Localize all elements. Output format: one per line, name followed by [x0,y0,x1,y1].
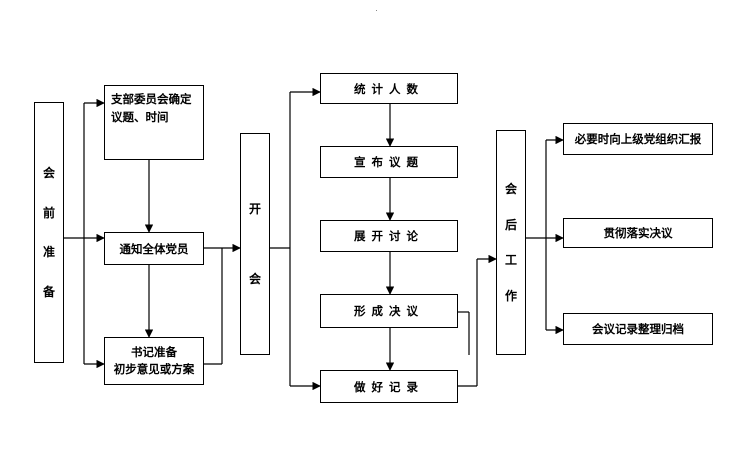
pre-meeting-char: 备 [42,285,55,300]
committee-line-1: 支部委员会确定 [111,92,192,106]
meeting-char: 会 [248,272,261,286]
step-discuss-box: 展开讨论 [320,220,458,252]
post-meeting-char: 工 [504,253,517,268]
step-announce-box: 宣布议题 [320,146,458,178]
step-discuss-label: 展开讨论 [354,229,424,243]
secretary-line-2: 初步意见或方案 [113,362,195,376]
step-count-label: 统计人数 [354,81,424,96]
pre-meeting-char: 准 [42,245,55,260]
secretary-box: 书记准备 初步意见或方案 [104,337,204,385]
post-meeting-char: 后 [504,217,517,232]
committee-box: 支部委员会确定 议题、时间 [104,85,204,160]
secretary-line-1: 书记准备 [131,345,177,359]
meeting-char: 开 [248,202,261,216]
notify-box: 通知全体党员 [104,232,204,265]
step-record-label: 做好记录 [354,379,424,394]
pre-meeting-char: 会 [42,165,55,180]
step-record-box: 做好记录 [320,370,458,403]
notify-label: 通知全体党员 [119,241,189,256]
outcome-report-label: 必要时向上级党组织汇报 [574,132,702,146]
post-meeting-char: 作 [504,289,517,304]
step-announce-label: 宣布议题 [354,155,424,169]
post-meeting-box: 会 后 工 作 [496,130,526,355]
outcome-archive-box: 会议记录整理归档 [563,313,713,345]
pre-meeting-char: 前 [42,205,55,220]
outcome-implement-box: 贯彻落实决议 [563,218,713,248]
outcome-implement-label: 贯彻落实决议 [603,226,673,240]
step-resolve-label: 形成决议 [354,304,424,318]
pre-meeting-box: 会 前 准 备 [34,102,64,363]
step-resolve-box: 形成决议 [320,294,458,328]
step-count-box: 统计人数 [320,73,458,104]
committee-line-2: 议题、时间 [111,110,169,124]
outcome-report-box: 必要时向上级党组织汇报 [563,123,713,155]
stray-dot [376,10,377,11]
meeting-box: 开 会 [240,133,270,355]
outcome-archive-label: 会议记录整理归档 [592,322,684,336]
post-meeting-char: 会 [504,181,517,196]
